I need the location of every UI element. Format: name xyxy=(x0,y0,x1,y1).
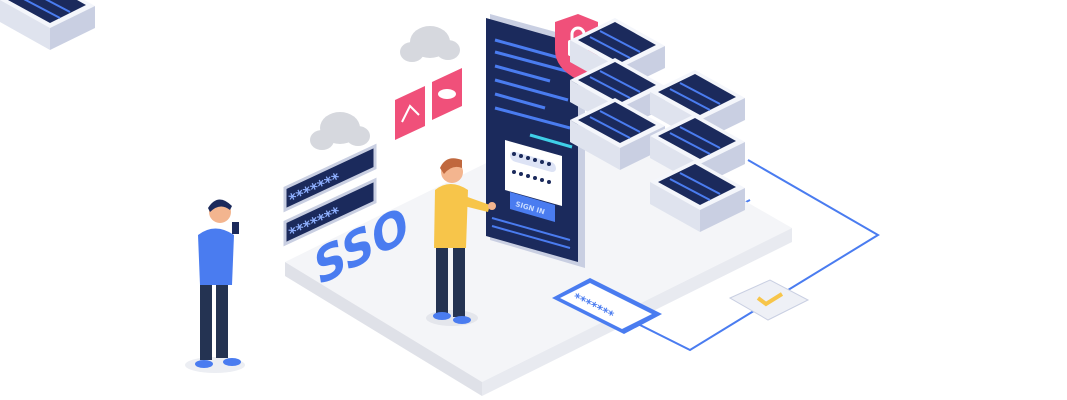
checkmark-icon-tile xyxy=(728,279,810,321)
password-card-blue: ******* xyxy=(552,278,662,334)
server-rack xyxy=(0,0,746,233)
phone-login-screen: SIGN IN xyxy=(486,14,585,268)
share-icon-tile xyxy=(395,86,425,140)
person-with-phone xyxy=(185,199,245,373)
cloud-icon-tile xyxy=(432,68,462,120)
cloud-icon xyxy=(400,26,460,62)
person-pointing xyxy=(426,158,496,326)
cloud-icon xyxy=(310,112,370,150)
sign-in-button: SIGN IN xyxy=(510,192,555,222)
